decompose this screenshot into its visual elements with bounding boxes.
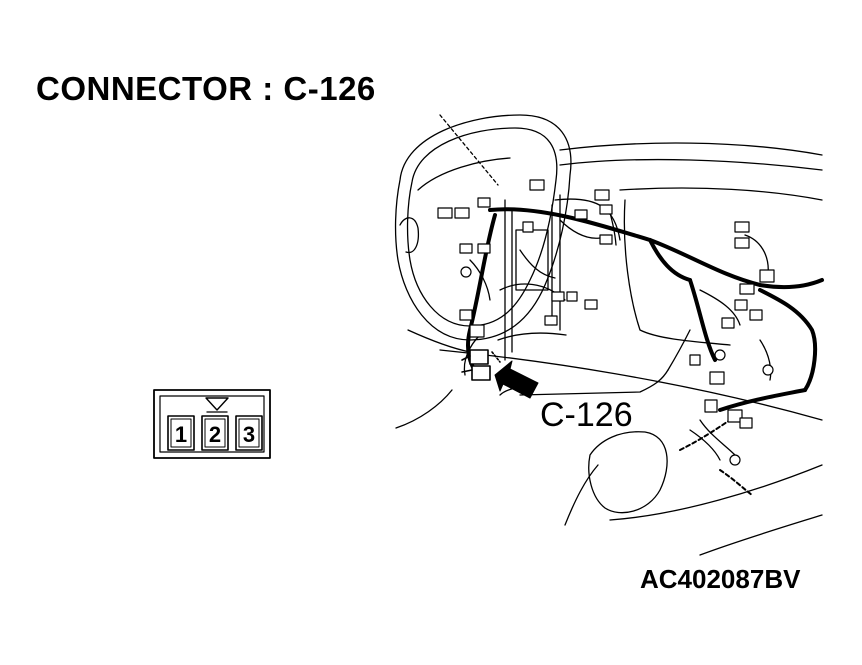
pin-3-label: 3 [243,422,255,447]
connector-title: CONNECTOR : C-126 [36,70,376,107]
harness-branches [463,204,772,496]
connector-face: 1 2 3 [153,389,271,459]
figure-code: AC402087BV [640,564,801,594]
pin-1-label: 1 [175,422,187,447]
c126-arrow [494,360,539,399]
steering-column [497,194,567,361]
c126-callout-label: C-126 [540,396,633,434]
pin-2-label: 2 [209,422,221,447]
c126-connector-location [461,349,501,381]
harness-connectors [437,179,775,466]
steering-wheel [394,114,572,341]
